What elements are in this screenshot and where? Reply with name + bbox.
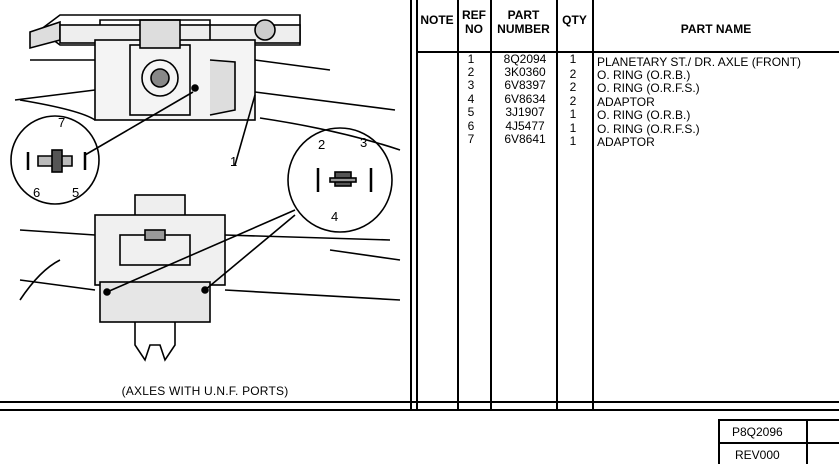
row-7-part-number: 6V8641	[504, 132, 546, 146]
illustration-caption: (AXLES WITH U.N.F. PORTS)	[121, 384, 289, 398]
row-2-part-name: O. RING (O.R.B.)	[597, 68, 691, 82]
header-note: NOTE	[420, 13, 454, 27]
header-rule	[416, 51, 839, 53]
row-3-part-name: O. RING (O.R.F.S.)	[597, 81, 700, 95]
title-block-left	[718, 419, 720, 464]
bottom-rule-1	[0, 401, 839, 403]
row-5-qty: 1	[569, 107, 577, 121]
row-4-qty: 2	[569, 94, 577, 108]
row-4-ref: 4	[467, 92, 475, 106]
divider-qty	[592, 0, 594, 410]
row-1-part-number: 8Q2094	[503, 52, 547, 66]
row-4-part-number: 6V8634	[504, 92, 546, 106]
divider-ref	[457, 0, 459, 410]
callout-2: 2	[318, 137, 325, 152]
row-2-qty: 2	[569, 67, 577, 81]
row-3-part-number: 6V8397	[504, 78, 546, 92]
row-7-part-name: ADAPTOR	[597, 135, 655, 149]
callout-3: 3	[360, 135, 367, 150]
row-7-ref: 7	[467, 132, 475, 146]
row-2-part-number: 3K0360	[504, 65, 546, 79]
row-6-part-name: O. RING (O.R.F.S.)	[597, 122, 700, 136]
callout-7: 7	[58, 115, 65, 130]
row-5-part-number: 3J1907	[505, 105, 545, 119]
callout-6: 6	[33, 185, 40, 200]
row-3-ref: 3	[467, 78, 475, 92]
row-2-ref: 2	[467, 65, 475, 79]
bottom-rule-2	[0, 409, 839, 411]
header-ref-no: REF NO	[462, 8, 486, 36]
title-block-right	[806, 419, 808, 464]
drawing-number: P8Q2096	[732, 425, 783, 439]
callout-4: 4	[331, 209, 338, 224]
row-4-part-name: ADAPTOR	[597, 95, 655, 109]
header-qty: QTY	[562, 13, 587, 27]
row-5-part-name: O. RING (O.R.B.)	[597, 108, 691, 122]
row-1-part-name: PLANETARY ST./ DR. AXLE (FRONT)	[597, 55, 802, 69]
row-6-ref: 6	[467, 119, 475, 133]
row-7-qty: 1	[569, 134, 577, 148]
revision: REV000	[735, 448, 780, 462]
header-part-number: PART NUMBER	[497, 8, 550, 36]
divider-note	[416, 0, 418, 410]
title-block-mid	[718, 442, 839, 444]
row-5-ref: 5	[467, 105, 475, 119]
callout-5: 5	[72, 185, 79, 200]
divider-refno	[490, 0, 492, 410]
row-1-ref: 1	[467, 52, 475, 66]
row-6-qty: 1	[569, 121, 577, 135]
callout-1: 1	[230, 154, 237, 169]
divider-pn	[556, 0, 558, 410]
row-1-qty: 1	[569, 52, 577, 66]
row-6-part-number: 4J5477	[505, 119, 545, 133]
axle-illustration: 1 2 3 4 5 6 7	[10, 14, 401, 362]
divider-left	[410, 0, 412, 410]
header-part-name: PART NAME	[680, 22, 752, 36]
title-block-top	[718, 419, 839, 421]
row-3-qty: 2	[569, 80, 577, 94]
